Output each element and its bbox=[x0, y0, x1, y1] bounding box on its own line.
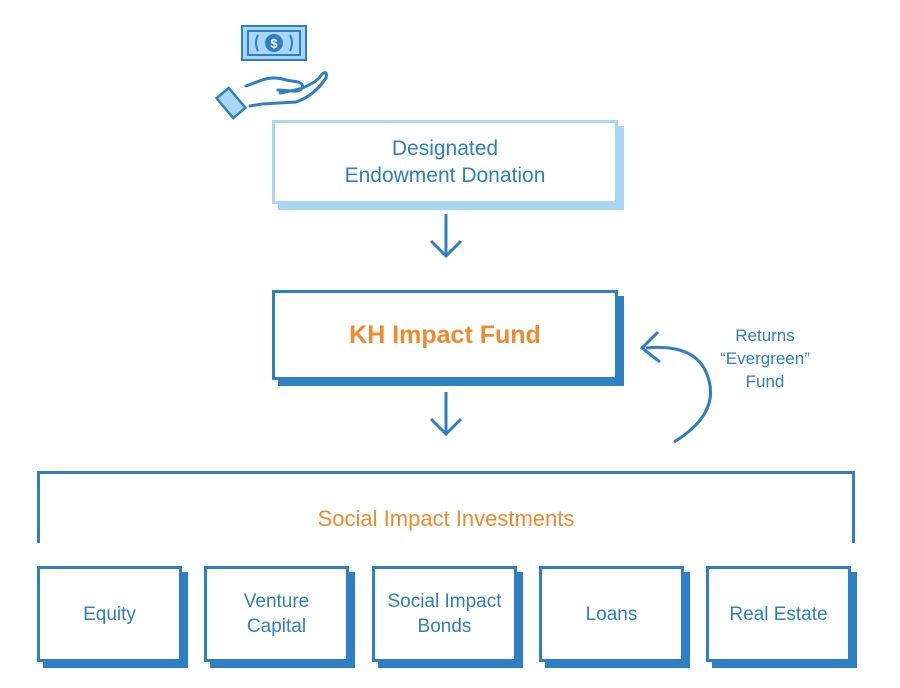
category-label: Real Estate bbox=[729, 603, 828, 625]
hand-icon bbox=[214, 71, 328, 120]
category-box-loans: Loans bbox=[539, 566, 684, 662]
category-label: Equity bbox=[83, 603, 136, 625]
svg-text:$: $ bbox=[270, 36, 278, 51]
donation-label-line2: Endowment Donation bbox=[344, 164, 546, 187]
category-box-social-impact-bonds: Social Impact Bonds bbox=[372, 566, 517, 662]
category-label: Social Impact bbox=[387, 591, 502, 612]
curved-return-arrow-icon bbox=[639, 330, 713, 444]
designated-endowment-donation-box: Designated Endowment Donation bbox=[272, 120, 618, 204]
money-bill-icon: $ bbox=[241, 25, 307, 61]
returns-line1: Returns bbox=[735, 326, 795, 345]
arrow-down-icon bbox=[429, 214, 463, 259]
fund-label: KH Impact Fund bbox=[349, 320, 541, 349]
category-box-venture-capital: Venture Capital bbox=[204, 566, 349, 662]
category-label: Bonds bbox=[417, 616, 472, 637]
category-box-equity: Equity bbox=[37, 566, 182, 662]
investments-label: Social Impact Investments bbox=[317, 505, 575, 531]
returns-line2: “Evergreen” bbox=[720, 349, 810, 368]
category-label: Loans bbox=[585, 603, 638, 625]
category-label: Capital bbox=[246, 616, 307, 637]
kh-impact-fund-box: KH Impact Fund bbox=[272, 290, 618, 380]
returns-evergreen-label: Returns “Evergreen” Fund bbox=[700, 324, 830, 393]
social-impact-investments-bracket: Social Impact Investments bbox=[37, 471, 855, 543]
arrow-down-icon bbox=[429, 392, 463, 437]
donation-label-line1: Designated bbox=[391, 137, 499, 160]
category-label: Venture bbox=[243, 591, 310, 612]
category-box-real-estate: Real Estate bbox=[706, 566, 851, 662]
returns-line3: Fund bbox=[745, 372, 785, 391]
